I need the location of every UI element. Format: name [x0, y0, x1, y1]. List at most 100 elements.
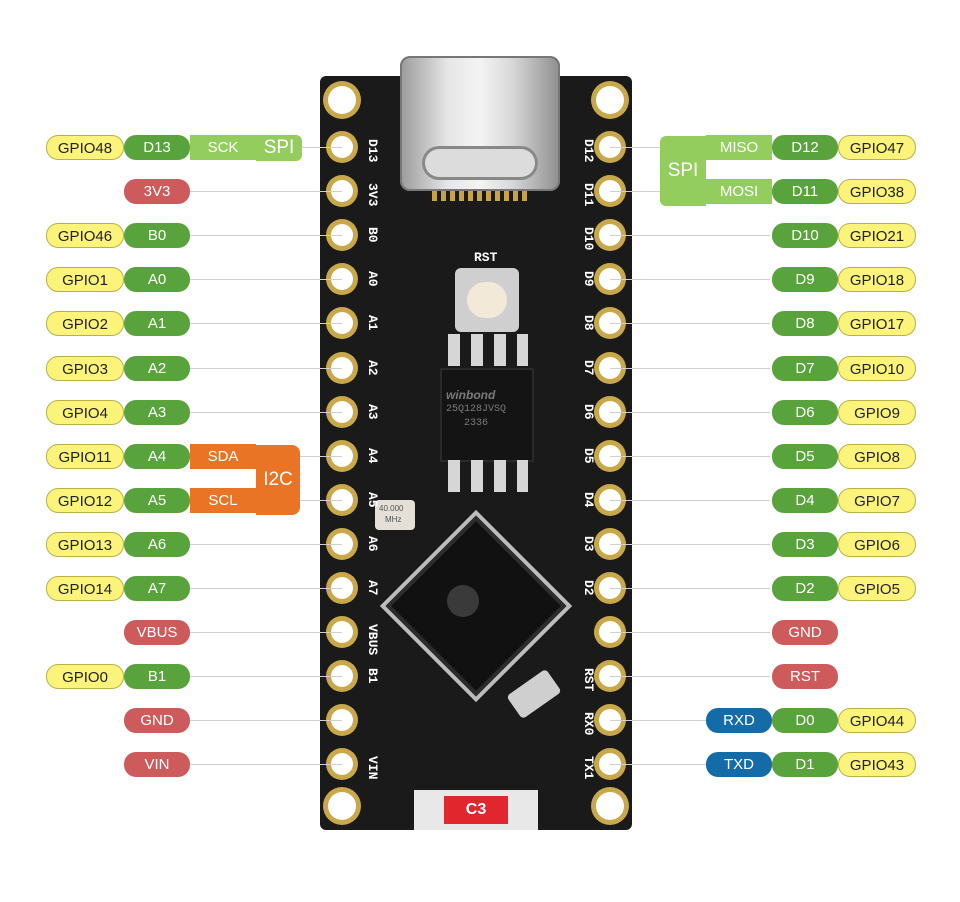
- flash-part: 25Q128JVSQ: [446, 404, 507, 415]
- flash-brand: winbond: [446, 388, 496, 402]
- left-pin-label-power: VIN: [124, 752, 190, 778]
- right-silk-label: D2: [581, 580, 596, 596]
- left-pin-pad: [331, 621, 353, 644]
- mounting-hole: [328, 86, 356, 114]
- right-silk-label: D4: [581, 491, 596, 508]
- left-pin-label-gpio: GPIO13: [46, 531, 124, 557]
- left-silk-label: B1: [365, 668, 380, 684]
- left-pin-label-gpio: GPIO12: [46, 487, 124, 513]
- right-leader-line: [610, 543, 770, 545]
- right-pin-label-digital: D3: [772, 531, 838, 557]
- right-pin-label-power: GND: [772, 620, 838, 646]
- mounting-hole: [596, 792, 624, 820]
- right-silk-label: D3: [581, 535, 596, 552]
- usb-c-port: [422, 146, 538, 180]
- right-pin-label-gpio: GPIO17: [838, 311, 916, 337]
- left-pin-label-analog: A6: [124, 531, 190, 557]
- right-leader-line: [610, 764, 770, 766]
- left-silk-label: A3: [365, 403, 380, 420]
- reset-button[interactable]: [455, 268, 519, 332]
- right-pin-label-gpio: GPIO18: [838, 267, 916, 293]
- left-pin-label-power: VBUS: [124, 620, 190, 646]
- mounting-hole: [596, 86, 624, 114]
- left-pin-label-gpio: GPIO0: [46, 664, 124, 690]
- right-silk-label: D9: [581, 271, 596, 287]
- right-pin-label-digital: D8: [772, 311, 838, 337]
- right-leader-line: [610, 676, 770, 678]
- left-pin-label-i2c: SCL: [190, 487, 256, 513]
- right-pin-label-digital: D0: [772, 708, 838, 734]
- flash-pins-bottom: [448, 460, 528, 492]
- left-pin-label-digital: B0: [124, 223, 190, 249]
- crystal-label: 40.000: [379, 504, 404, 513]
- right-pin-label-power: RST: [772, 664, 838, 690]
- left-pin-label-analog: A7: [124, 576, 190, 601]
- left-leader-line: [190, 411, 342, 413]
- left-pin-label-analog: A2: [124, 355, 190, 381]
- reset-button-cap[interactable]: [467, 282, 507, 318]
- left-pin-label-gpio: GPIO14: [46, 576, 124, 601]
- left-pin-label-gpio: GPIO48: [46, 135, 124, 160]
- right-silk-label: D10: [581, 227, 596, 251]
- right-silk-label: D12: [581, 139, 596, 163]
- left-pin-label-gpio: GPIO46: [46, 223, 124, 249]
- left-pin-pad: [331, 753, 353, 776]
- left-pin-pad: [331, 224, 353, 247]
- crystal-oscillator: 40.000 MHz: [375, 500, 415, 530]
- left-pin-pad: [331, 532, 353, 555]
- left-pin-label-analog: A0: [124, 267, 190, 293]
- right-silk-label: TX1: [581, 756, 596, 780]
- left-pin-pad: [331, 444, 353, 467]
- left-pin-pad: [331, 312, 353, 335]
- flash-chip: winbond 25Q128JVSQ 2336: [440, 368, 534, 462]
- mounting-hole: [328, 792, 356, 820]
- chip-label-area: C3: [414, 790, 538, 830]
- left-silk-label: A1: [365, 315, 380, 331]
- right-pin-label-gpio: GPIO8: [838, 443, 916, 469]
- flash-code: 2336: [464, 418, 489, 429]
- left-pin-pad: [331, 488, 353, 511]
- right-leader-line: [610, 411, 770, 413]
- left-pin-pad: [331, 400, 353, 423]
- left-pin-label-gpio: GPIO4: [46, 399, 124, 425]
- left-spi-group: SPI: [256, 135, 302, 161]
- right-leader-line: [610, 367, 770, 369]
- left-silk-label: A0: [365, 271, 380, 287]
- left-leader-line: [190, 367, 342, 369]
- left-pin-pad: [331, 665, 353, 688]
- right-pin-label-spi: MISO: [706, 135, 772, 160]
- left-pin-pad: [331, 268, 353, 291]
- crystal-unit: MHz: [385, 515, 402, 524]
- right-pin-label-gpio: GPIO6: [838, 531, 916, 557]
- left-pin-label-gpio: GPIO11: [46, 443, 124, 469]
- left-pin-label-spi: SCK: [190, 135, 256, 160]
- right-silk-label: D7: [581, 359, 596, 376]
- left-pin-label-gpio: GPIO1: [46, 267, 124, 293]
- i2c-group: I2C: [256, 445, 300, 515]
- right-pin-label-gpio: GPIO43: [838, 752, 916, 778]
- wifi-logo-icon: [447, 585, 479, 617]
- left-leader-line: [190, 764, 342, 766]
- right-leader-line: [610, 279, 770, 281]
- right-pin-label-gpio: GPIO7: [838, 487, 916, 513]
- right-leader-line: [610, 588, 770, 589]
- left-leader-line: [190, 543, 342, 545]
- right-pin-label-uart: TXD: [706, 752, 772, 778]
- right-pin-label-gpio: GPIO44: [838, 708, 916, 734]
- left-leader-line: [190, 588, 342, 589]
- left-pin-label-analog: A5: [124, 487, 190, 513]
- right-pin-label-uart: RXD: [706, 708, 772, 734]
- right-pin-label-digital: D12: [772, 135, 838, 160]
- right-silk-label: D8: [581, 315, 596, 331]
- reset-label: RST: [474, 250, 498, 265]
- right-silk-label: RX0: [581, 712, 596, 736]
- right-pin-label-digital: D7: [772, 355, 838, 381]
- left-silk-label: 3V3: [365, 183, 380, 207]
- right-spi-group: SPI: [660, 136, 706, 206]
- usb-pins: [432, 191, 528, 201]
- left-silk-label: B0: [365, 227, 380, 243]
- right-pin-label-digital: D1: [772, 752, 838, 778]
- i2c-label: I2C: [263, 469, 293, 490]
- left-pin-pad: [331, 709, 353, 732]
- chip-label-text: C3: [465, 801, 487, 818]
